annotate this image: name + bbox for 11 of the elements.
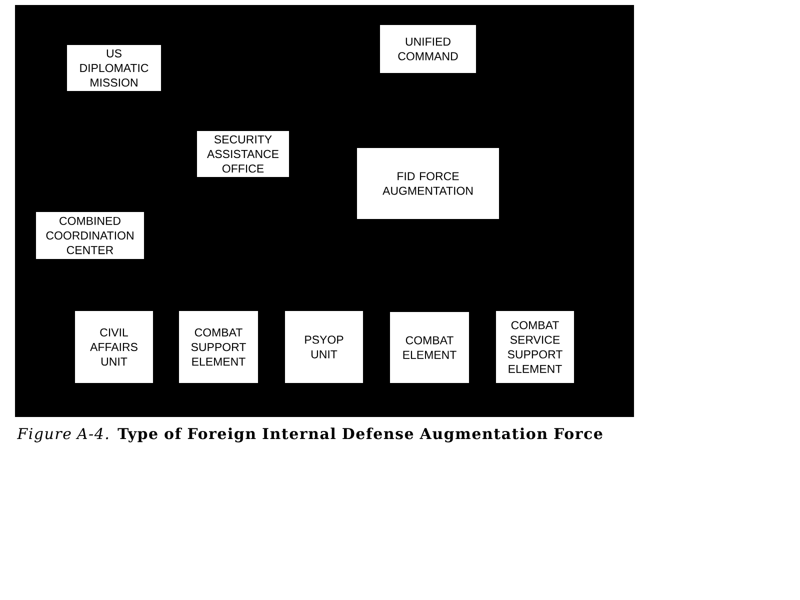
org-box: SECURITY ASSISTANCE OFFICE — [197, 131, 289, 177]
org-box: FID FORCE AUGMENTATION — [357, 148, 499, 219]
figure-caption: Figure A-4. Type of Foreign Internal Defense Augmentation Force — [16, 428, 602, 442]
org-box: COMBINED COORDINATION CENTER — [36, 212, 144, 259]
org-box: PSYOP UNIT — [285, 311, 363, 383]
org-box: COMBAT ELEMENT — [390, 312, 469, 383]
org-box: UNIFIED COMMAND — [380, 25, 476, 73]
org-box: CIVIL AFFAIRS UNIT — [75, 311, 153, 383]
org-box: COMBAT SERVICE SUPPORT ELEMENT — [496, 311, 574, 383]
org-box: COMBAT SUPPORT ELEMENT — [179, 311, 258, 383]
org-box: US DIPLOMATIC MISSION — [67, 45, 161, 91]
